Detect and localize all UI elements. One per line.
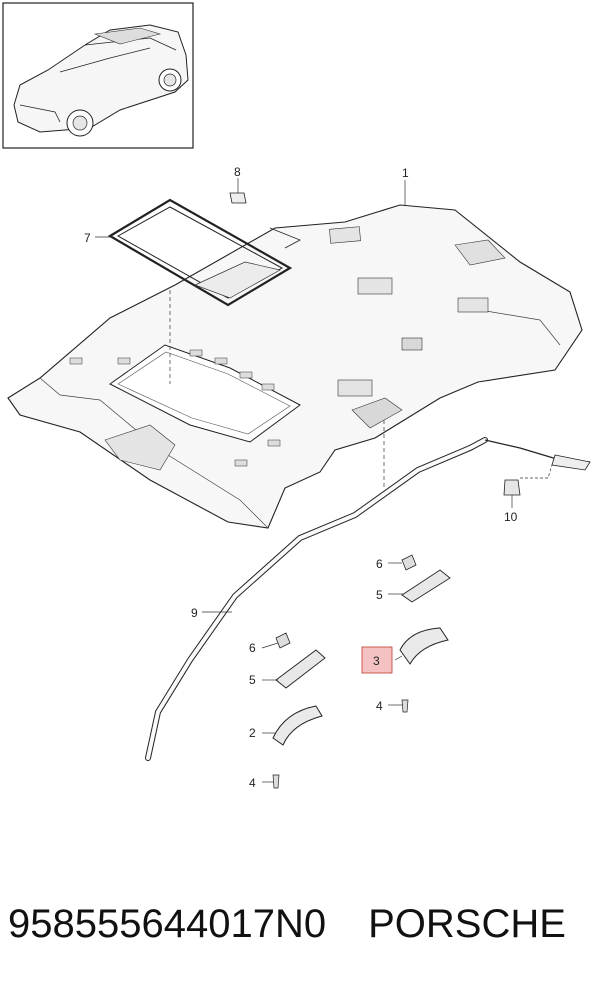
brand-name: PORSCHE — [368, 902, 566, 946]
clip-8 — [229, 192, 247, 204]
highlight-box — [361, 646, 393, 674]
callout-5-right[interactable]: 5 — [376, 588, 383, 602]
callout-4-right[interactable]: 4 — [376, 699, 383, 713]
callout-5-left[interactable]: 5 — [249, 673, 256, 687]
callout-3[interactable]: 3 — [373, 654, 380, 668]
leader-lines — [95, 178, 556, 783]
sunroof-frame — [107, 198, 293, 307]
callout-6-right[interactable]: 6 — [376, 557, 383, 571]
callout-8[interactable]: 8 — [234, 165, 241, 179]
callout-1[interactable]: 1 — [402, 166, 409, 180]
callout-9[interactable]: 9 — [191, 606, 198, 620]
grab-handle-left — [272, 632, 326, 789]
callout-4-left[interactable]: 4 — [249, 776, 256, 790]
callout-2[interactable]: 2 — [249, 726, 256, 740]
callout-10[interactable]: 10 — [504, 510, 518, 524]
grab-handle-right — [399, 554, 451, 713]
headliner — [7, 204, 583, 529]
vehicle-thumbnail — [2, 2, 194, 149]
callout-7[interactable]: 7 — [84, 231, 91, 245]
callout-6-left[interactable]: 6 — [249, 641, 256, 655]
callouts: 1 8 7 9 10 6 5 3 4 6 5 2 4 — [84, 165, 518, 790]
curtain-rail — [145, 437, 591, 761]
part-number: 958555644017N0 — [8, 902, 327, 946]
screw-10 — [503, 479, 521, 496]
caption: 958555644017N0 PORSCHE — [8, 902, 598, 962]
